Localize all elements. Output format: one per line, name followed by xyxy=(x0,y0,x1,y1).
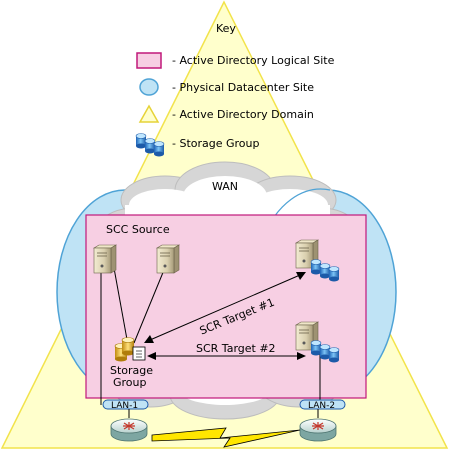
domain-swatch xyxy=(138,104,160,123)
scr-target-1-arrow xyxy=(144,272,306,343)
scr-target-2-storage-icon xyxy=(310,340,340,363)
scr-target-2-arrow xyxy=(147,352,306,360)
key-label-logical-site: - Active Directory Logical Site xyxy=(172,54,335,67)
router-left xyxy=(110,418,148,442)
storage-group-label-line2: Group xyxy=(113,376,147,389)
router-right xyxy=(299,418,337,442)
key-label-domain: - Active Directory Domain xyxy=(172,108,314,121)
logical-site-swatch xyxy=(136,52,162,69)
key-label-storage-group: - Storage Group xyxy=(172,137,260,150)
key-title: Key xyxy=(216,22,236,35)
scr-target-2-label: SCR Target #2 xyxy=(196,342,276,355)
scr-target-1-storage-icon xyxy=(310,259,340,282)
scc-source-label: SCC Source xyxy=(106,223,170,236)
connection-lines xyxy=(100,267,321,405)
storage-group-icon xyxy=(135,133,165,157)
source-storage-group-icon xyxy=(114,337,146,362)
lan-1-label: LAN-1 xyxy=(111,401,138,411)
scc-source-server-1 xyxy=(92,244,118,274)
lan-2-bar: LAN-2 xyxy=(299,399,346,411)
datacenter-site-swatch xyxy=(139,78,159,96)
storage-group-label-line1: Storage xyxy=(110,364,153,377)
key-legend: Key - Active Directory Logical Site - Ph… xyxy=(135,22,335,157)
key-label-datacenter-site: - Physical Datacenter Site xyxy=(172,81,314,94)
lan-1-bar: LAN-1 xyxy=(102,399,149,411)
lan-2-label: LAN-2 xyxy=(308,401,335,411)
logical-site-rect xyxy=(85,214,367,399)
wan-label: WAN xyxy=(212,180,238,193)
scr-target-2-server xyxy=(294,321,320,351)
wan-link-lightning-icon xyxy=(151,427,301,448)
scc-source-server-2 xyxy=(155,244,181,274)
